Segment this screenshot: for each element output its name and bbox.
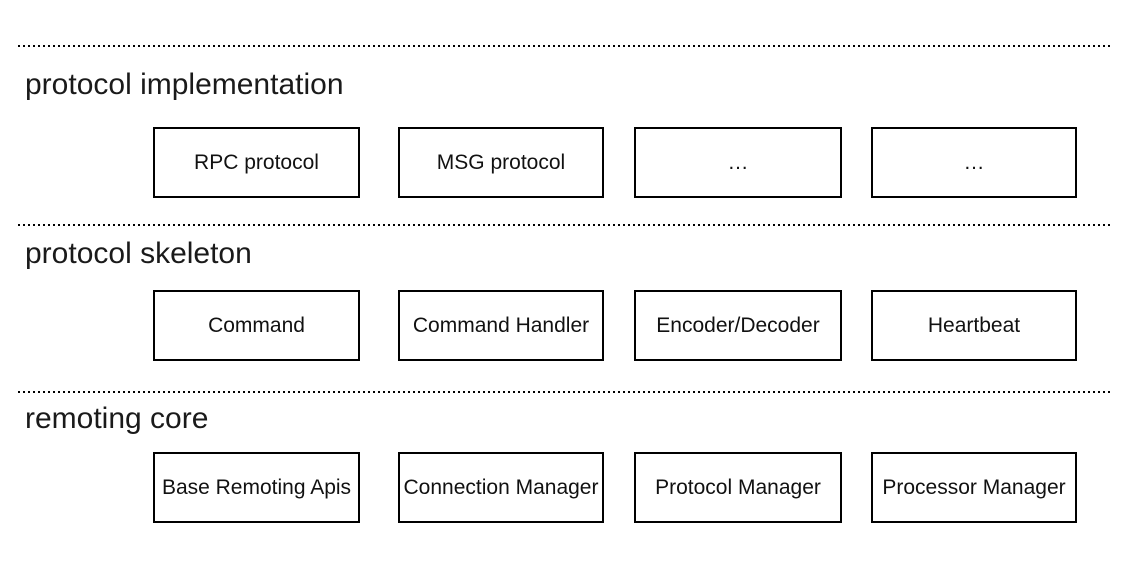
box-heartbeat: Heartbeat	[871, 290, 1077, 361]
box-label: Heartbeat	[927, 313, 1021, 337]
box-processor-manager: Processor Manager	[871, 452, 1077, 523]
layer-title-protocol-skeleton: protocol skeleton	[25, 237, 252, 270]
section-divider-1	[18, 45, 1113, 47]
box-command: Command	[153, 290, 360, 361]
box-msg-protocol: MSG protocol	[398, 127, 604, 198]
box-rpc-protocol: RPC protocol	[153, 127, 360, 198]
box-connection-manager: Connection Manager	[398, 452, 604, 523]
box-ellipsis-2: …	[871, 127, 1077, 198]
box-label: MSG protocol	[436, 150, 566, 174]
box-label: …	[727, 150, 749, 174]
box-label: …	[963, 150, 985, 174]
box-label: Encoder/Decoder	[656, 313, 820, 337]
box-label: RPC protocol	[194, 150, 319, 174]
box-command-handler: Command Handler	[398, 290, 604, 361]
box-label: Connection Manager	[403, 475, 599, 499]
box-encoder-decoder: Encoder/Decoder	[634, 290, 842, 361]
layer-title-protocol-implementation: protocol implementation	[25, 68, 344, 101]
box-protocol-manager: Protocol Manager	[634, 452, 842, 523]
section-divider-2	[18, 224, 1113, 226]
box-label: Command	[208, 313, 305, 337]
box-label: Protocol Manager	[655, 475, 821, 499]
box-label: Processor Manager	[882, 475, 1066, 499]
layer-title-remoting-core: remoting core	[25, 402, 209, 435]
box-base-remoting-apis: Base Remoting Apis	[153, 452, 360, 523]
section-divider-3	[18, 391, 1113, 393]
box-label: Base Remoting Apis	[161, 475, 352, 499]
box-ellipsis-1: …	[634, 127, 842, 198]
box-label: Command Handler	[412, 313, 590, 337]
